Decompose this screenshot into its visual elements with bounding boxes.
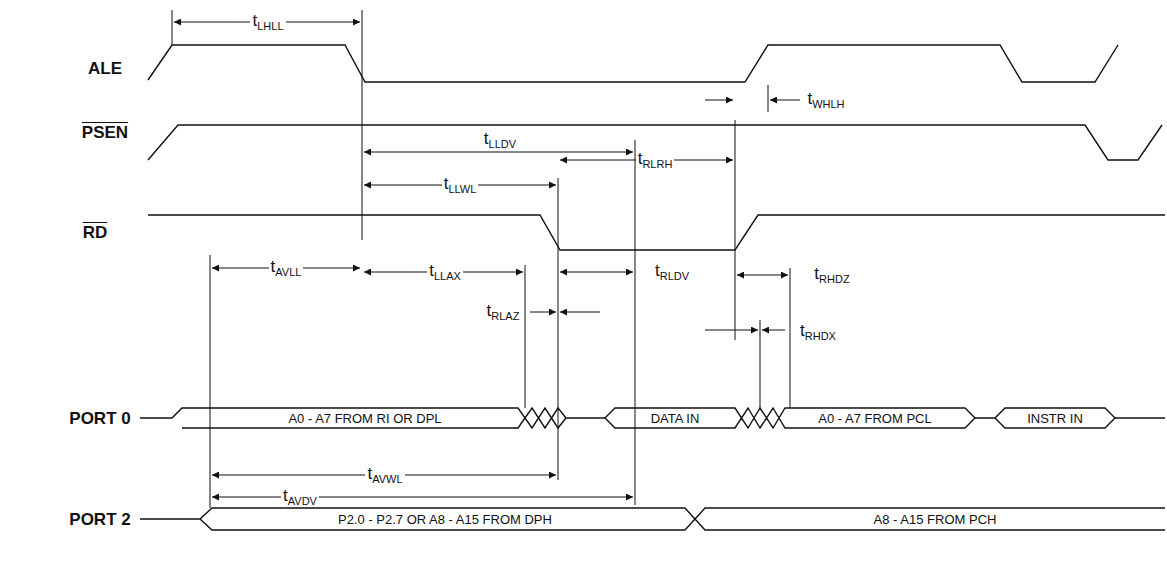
timing-parameter: tRLAZ bbox=[485, 302, 522, 322]
timing-arrows bbox=[174, 22, 800, 497]
waveform-stroke bbox=[172, 10, 173, 45]
waveform-stroke bbox=[148, 45, 1118, 82]
bus-content: DATA IN bbox=[649, 412, 702, 425]
bus-content: A0 - A7 FROM RI OR DPL bbox=[286, 412, 443, 425]
bus-content: A8 - A15 FROM PCH bbox=[872, 513, 999, 526]
waveform-stroke bbox=[605, 408, 975, 428]
waveform-stroke bbox=[182, 408, 566, 428]
timing-parameter: tRHDZ bbox=[812, 265, 851, 285]
waveform-stroke bbox=[364, 152, 633, 153]
waveform-stroke bbox=[760, 320, 761, 408]
signal-waveforms bbox=[140, 45, 1165, 530]
waveform-stroke bbox=[558, 178, 559, 480]
waveform-stroke bbox=[768, 85, 769, 112]
waveform-stroke bbox=[530, 312, 556, 313]
waveform-stroke bbox=[148, 215, 1165, 250]
waveform-stroke bbox=[770, 100, 800, 101]
timing-parameter: tAVDV bbox=[281, 487, 319, 507]
timing-parameter: tRHDX bbox=[798, 322, 838, 342]
bus-content: A0 - A7 FROM PCL bbox=[816, 412, 933, 425]
waveform-stroke bbox=[790, 268, 791, 408]
timing-parameter: tLHLL bbox=[250, 12, 285, 32]
signal-name: PSEN bbox=[82, 124, 128, 141]
waveform-stroke bbox=[737, 275, 788, 276]
waveform-stroke bbox=[762, 330, 785, 331]
waveform-stroke bbox=[362, 10, 363, 240]
waveform-stroke bbox=[735, 120, 736, 340]
waveform-stroke bbox=[210, 255, 211, 508]
timing-parameter: tAVLL bbox=[269, 258, 304, 278]
timing-parameter: tLLAX bbox=[427, 262, 463, 282]
signal-name: PORT 0 bbox=[69, 410, 130, 427]
waveform-stroke bbox=[635, 140, 636, 505]
waveform-stroke bbox=[560, 272, 633, 273]
timing-parameter: tWHLH bbox=[805, 90, 846, 110]
waveform-stroke bbox=[705, 100, 733, 101]
bus-content: INSTR IN bbox=[1025, 412, 1085, 425]
waveform-stroke bbox=[140, 508, 1165, 530]
signal-name: PORT 2 bbox=[69, 511, 130, 528]
bus-content: P2.0 - P2.7 OR A8 - A15 FROM DPH bbox=[336, 513, 554, 526]
signal-name: ALE bbox=[88, 60, 122, 77]
waveform-stroke bbox=[975, 408, 1115, 428]
timing-parameter: tLLWL bbox=[442, 175, 479, 195]
waveform-stroke bbox=[200, 508, 1165, 530]
waveform-stroke bbox=[560, 312, 600, 313]
waveform-stroke bbox=[705, 330, 758, 331]
waveform-stroke bbox=[525, 265, 526, 408]
timing-parameter: tLLDV bbox=[482, 130, 518, 150]
timing-parameter: tRLDV bbox=[653, 262, 691, 282]
waveform-stroke bbox=[1115, 417, 1165, 418]
timing-parameter: tAVWL bbox=[365, 465, 404, 485]
signal-name: RD bbox=[83, 224, 108, 241]
reference-lines bbox=[172, 10, 790, 508]
waveform-stroke bbox=[212, 497, 633, 498]
timing-parameter: tRLRH bbox=[636, 150, 675, 170]
